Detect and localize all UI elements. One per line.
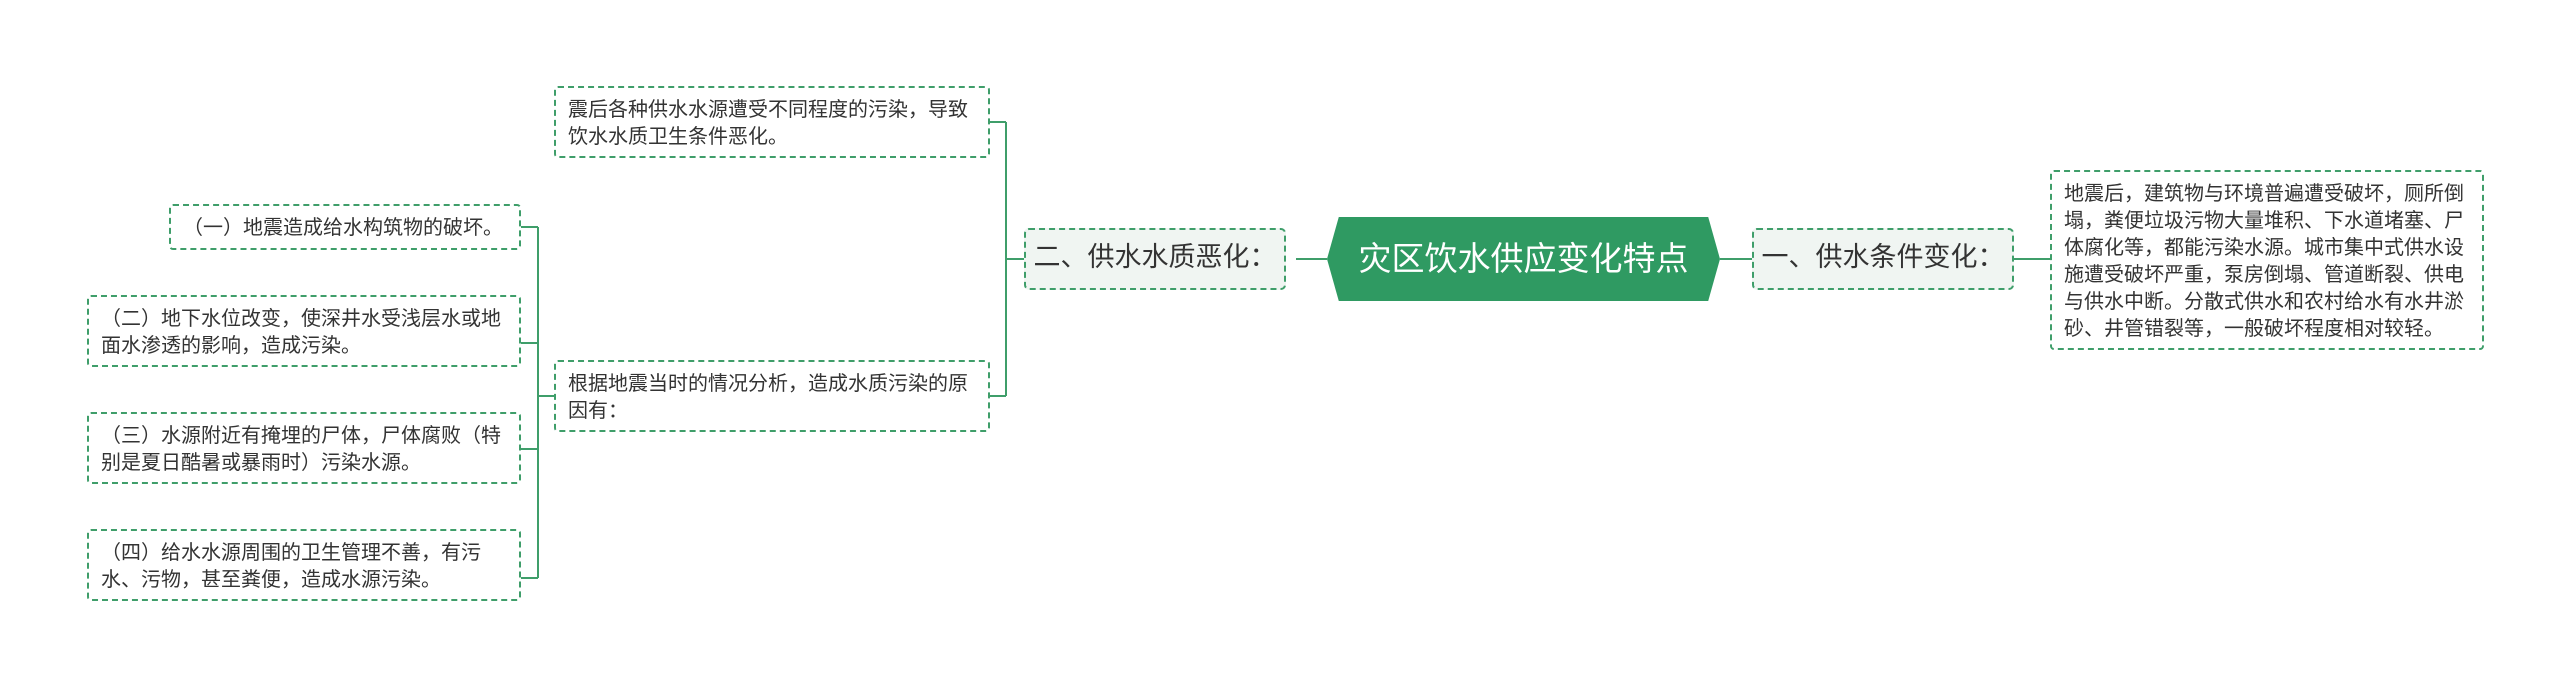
cause-text: （二）地下水位改变，使深井水受浅层水或地面水渗透的影响，造成污染。 [101, 306, 501, 357]
summary-text: 震后各种供水水源遭受不同程度的污染，导致饮水水质卫生条件恶化。 [568, 97, 968, 148]
cause-item[interactable]: （二）地下水位改变，使深井水受浅层水或地面水渗透的影响，造成污染。 [87, 295, 521, 367]
root-label: 灾区饮水供应变化特点 [1358, 239, 1689, 278]
cause-item[interactable]: （三）水源附近有掩埋的尸体，尸体腐败（特别是夏日酷暑或暴雨时）污染水源。 [87, 412, 521, 484]
cause-intro[interactable]: 根据地震当时的情况分析，造成水质污染的原因有： [554, 360, 990, 432]
cause-text: （一）地震造成给水构筑物的破坏。 [183, 215, 503, 239]
connector-causes-trunk [521, 226, 554, 579]
cause-intro-text: 根据地震当时的情况分析，造成水质污染的原因有： [568, 371, 968, 422]
cause-item[interactable]: （一）地震造成给水构筑物的破坏。 [169, 204, 521, 250]
root-node[interactable]: 灾区饮水供应变化特点 [1327, 217, 1720, 301]
branch-label: 一、供水条件变化： [1761, 242, 2005, 273]
detail-text: 地震后，建筑物与环境普遍遭受破坏，厕所倒塌，粪便垃圾污物大量堆积、下水道堵塞、尸… [2064, 181, 2464, 340]
branch-label: 二、供水水质恶化： [1033, 242, 1277, 273]
branch-water-quality[interactable]: 二、供水水质恶化： [1024, 228, 1286, 290]
branch-water-supply-conditions[interactable]: 一、供水条件变化： [1752, 228, 2014, 290]
cause-item[interactable]: （四）给水水源周围的卫生管理不善，有污水、污物，甚至粪便，造成水源污染。 [87, 529, 521, 601]
cause-text: （四）给水水源周围的卫生管理不善，有污水、污物，甚至粪便，造成水源污染。 [101, 540, 481, 591]
detail-water-supply-conditions[interactable]: 地震后，建筑物与环境普遍遭受破坏，厕所倒塌，粪便垃圾污物大量堆积、下水道堵塞、尸… [2050, 170, 2484, 350]
connector-left-trunk [990, 121, 1024, 397]
cause-text: （三）水源附近有掩埋的尸体，尸体腐败（特别是夏日酷暑或暴雨时）污染水源。 [101, 423, 501, 474]
summary-water-quality[interactable]: 震后各种供水水源遭受不同程度的污染，导致饮水水质卫生条件恶化。 [554, 86, 990, 158]
